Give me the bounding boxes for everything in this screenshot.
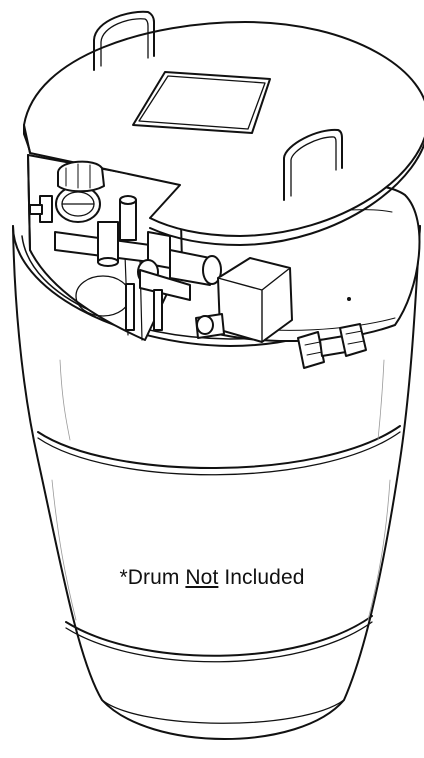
drum-not-included-note: *Drum Not Included — [0, 566, 424, 590]
lift-handle-left — [93, 10, 155, 71]
lid — [23, 10, 424, 246]
lift-handle-right — [283, 128, 343, 201]
lid-top — [23, 21, 424, 237]
valve-assembly — [29, 160, 367, 369]
caption-prefix: *Drum — [119, 566, 186, 589]
lid-edge — [23, 124, 424, 246]
outlet-union — [297, 331, 325, 369]
drum-hoop-lower-a — [65, 615, 373, 657]
drum-hoop-upper-a — [37, 425, 401, 469]
caption-suffix: Included — [218, 566, 305, 589]
pressure-switch — [57, 160, 105, 193]
access-panel — [132, 71, 271, 134]
drum-bottom-edge — [101, 699, 345, 724]
tank-dot — [347, 297, 351, 301]
drum-hoop-lower-b — [65, 621, 373, 663]
drum-shading — [51, 359, 391, 621]
drum-hoop-upper-b — [37, 431, 401, 476]
caption-emphasis: Not — [185, 566, 219, 589]
